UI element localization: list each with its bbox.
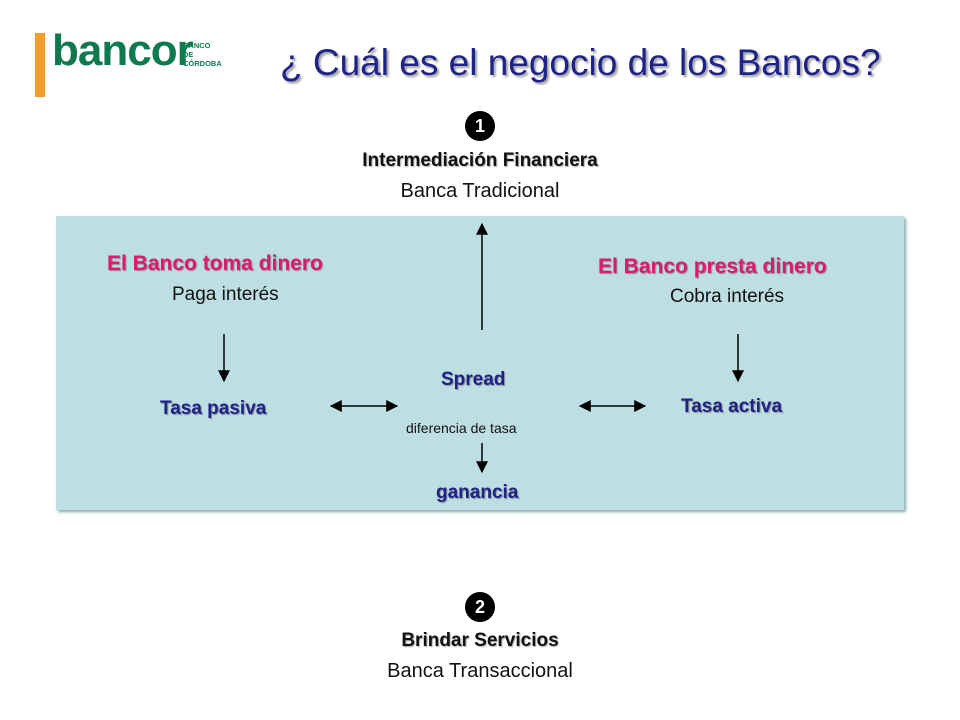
logo-sub-line-2: DE xyxy=(183,50,194,59)
tasa-pasiva-label: Tasa pasiva xyxy=(160,398,267,419)
section-2-heading: Brindar Servicios xyxy=(401,630,559,651)
section-1-subheading: Banca Tradicional xyxy=(400,180,560,202)
left-heading: El Banco toma dinero xyxy=(107,252,323,275)
right-heading: El Banco presta dinero xyxy=(598,255,827,278)
spread-note: diferencia de tasa xyxy=(406,420,517,436)
section-1-heading: Intermediación Financiera xyxy=(362,150,598,171)
left-subheading: Paga interés xyxy=(172,284,279,305)
right-subheading: Cobra interés xyxy=(670,286,785,307)
logo-wordmark: bancor xyxy=(52,26,194,75)
page-title: ¿ Cuál es el negocio de los Bancos? xyxy=(280,42,881,83)
logo-subtext: BANCO DE CÓRDOBA xyxy=(183,41,222,68)
ganancia-label: ganancia xyxy=(436,482,519,503)
logo-accent-bar xyxy=(35,33,45,97)
diagram-panel xyxy=(56,216,904,510)
tasa-activa-label: Tasa activa xyxy=(681,396,783,417)
logo-sub-line-3: CÓRDOBA xyxy=(183,59,222,68)
logo-sub-line-1: BANCO xyxy=(183,41,211,50)
section-1-number-icon: 1 xyxy=(465,111,495,141)
section-2-number-icon: 2 xyxy=(465,592,495,622)
section-2-subheading: Banca Transaccional xyxy=(387,660,573,682)
spread-label: Spread xyxy=(441,369,506,390)
